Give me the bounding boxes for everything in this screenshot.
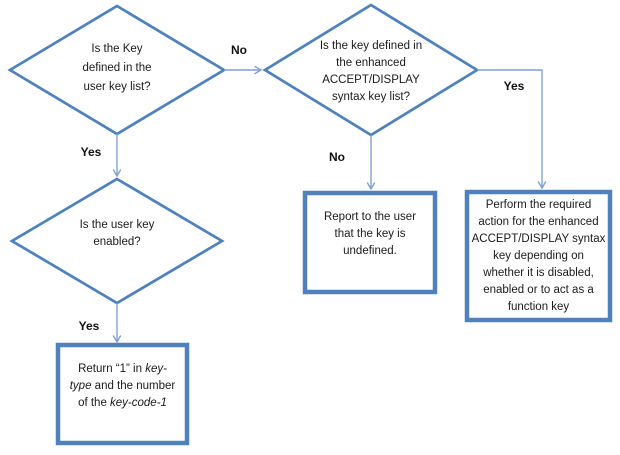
- edge-label-yes-d2-perform: Yes: [503, 79, 525, 93]
- decision-enhanced-key-text: Is the key defined in the enhanced ACCEP…: [296, 38, 446, 106]
- return-key-type-box-text: Return “1” in key- type and the number o…: [60, 361, 185, 412]
- text-line: the enhanced: [336, 57, 406, 69]
- text-line: function key: [507, 301, 570, 313]
- text-segment-italic: type: [69, 380, 92, 392]
- text-line: Return “1” in key-: [60, 361, 185, 378]
- text-line: whether it is disabled,: [483, 267, 594, 279]
- text-line: enabled?: [93, 236, 141, 248]
- text-segment: Return “1” in: [78, 363, 146, 375]
- arrowhead-d2-to-report: [366, 182, 376, 191]
- text-line: ACCEPT/DISPLAY: [322, 74, 420, 86]
- text-line: Is the user key: [79, 219, 155, 231]
- text-line: Is the key defined in: [319, 40, 423, 52]
- text-segment: and the number: [91, 380, 176, 392]
- text-line: ACCEPT/DISPLAY syntax: [471, 233, 606, 245]
- text-line: enabled or to act as a: [483, 284, 594, 296]
- edge-label-no-d2-report: No: [329, 150, 345, 164]
- edge-label-yes-d3-return: Yes: [78, 319, 100, 333]
- report-undefined-box-shape: [302, 190, 438, 295]
- edge-label-no-d1-d2: No: [231, 43, 247, 57]
- arrowhead-d2-to-perform: [537, 181, 547, 190]
- arrowhead-d1-to-d3: [112, 169, 122, 178]
- return-key-type-box-shape: [55, 342, 190, 446]
- text-segment: of the: [78, 397, 111, 409]
- text-line: Is the Key: [91, 43, 143, 55]
- text-line: that the key is: [334, 228, 406, 240]
- connector-d2-to-perform: [477, 69, 543, 188]
- report-undefined-box-text: Report to the user that the key is undef…: [307, 209, 433, 260]
- text-line: type and the number: [60, 378, 185, 395]
- text-line: Perform the required: [485, 199, 592, 211]
- arrowhead-d3-to-return: [112, 335, 122, 344]
- text-line: action for the enhanced: [478, 216, 599, 228]
- edge-label-yes-d1-d3: Yes: [80, 145, 102, 159]
- text-line: undefined.: [343, 245, 397, 257]
- perform-action-box-text: Perform the required action for the enha…: [471, 197, 606, 316]
- text-line: defined in the: [82, 62, 152, 74]
- text-line: syntax key list?: [332, 91, 410, 103]
- text-line: Report to the user: [323, 211, 417, 223]
- text-line: user key list?: [83, 81, 151, 93]
- text-line: of the key-code-1: [60, 395, 185, 412]
- text-segment-italic: key-: [145, 363, 167, 375]
- perform-action-box-shape: [464, 189, 613, 323]
- decision-key-defined-text: Is the Key defined in the user key list?: [47, 40, 187, 97]
- text-line: key depending on: [493, 250, 584, 262]
- arrowhead-d1-to-d2: [254, 65, 263, 75]
- text-segment-italic: key-code-1: [110, 397, 167, 409]
- decision-user-key-enabled-text: Is the user key enabled?: [45, 217, 189, 251]
